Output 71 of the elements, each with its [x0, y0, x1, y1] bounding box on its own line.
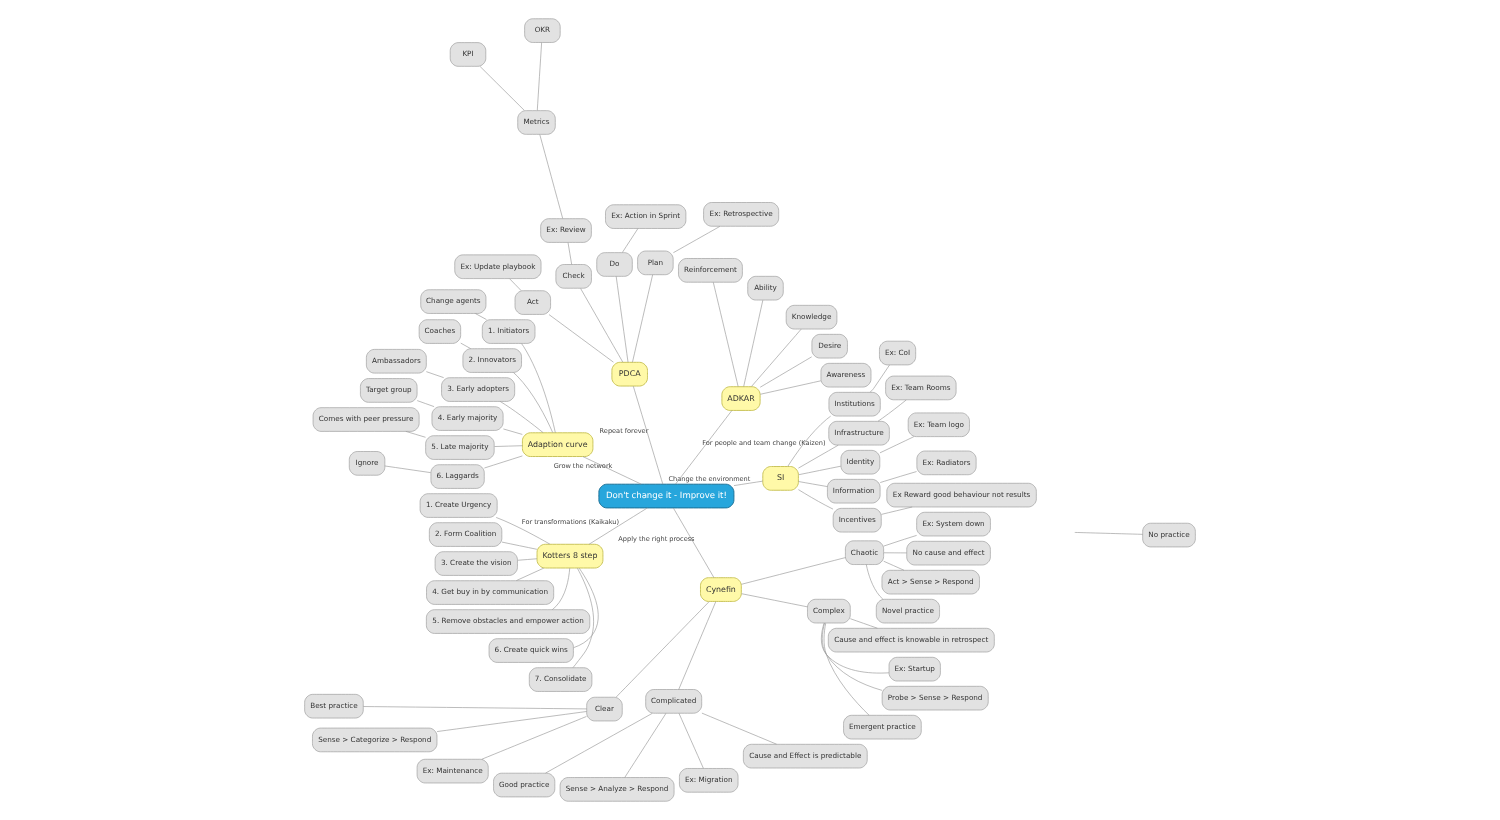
connector	[712, 281, 739, 387]
connector	[673, 507, 715, 578]
connector	[481, 716, 587, 760]
connector	[460, 342, 471, 349]
connector	[632, 274, 653, 363]
connector	[363, 706, 587, 710]
connector	[678, 601, 717, 690]
connector	[499, 401, 544, 433]
connector	[850, 618, 878, 629]
connector	[741, 593, 808, 608]
connector	[701, 712, 777, 745]
connector	[865, 564, 884, 600]
connector	[741, 557, 846, 585]
connector	[622, 228, 639, 253]
connector	[883, 560, 905, 571]
connector	[517, 558, 538, 561]
connector	[632, 385, 664, 485]
connector	[384, 465, 431, 473]
connector	[821, 622, 890, 674]
connector	[495, 517, 551, 545]
connector	[521, 343, 556, 434]
connector	[879, 471, 917, 483]
connector	[580, 288, 624, 363]
connector	[503, 428, 523, 435]
connector	[405, 431, 426, 438]
connector	[573, 567, 599, 648]
connector	[548, 314, 614, 363]
connector	[751, 328, 802, 387]
connector	[675, 410, 733, 485]
connector	[759, 356, 812, 388]
connector	[798, 465, 842, 476]
connector	[479, 66, 525, 111]
connector	[615, 276, 629, 363]
connector	[877, 399, 907, 422]
connector	[475, 313, 487, 320]
connector	[567, 242, 572, 265]
connector	[787, 415, 831, 467]
connector	[821, 622, 883, 691]
connector	[539, 134, 564, 219]
connector	[484, 455, 523, 469]
connector	[879, 436, 915, 454]
connector	[494, 445, 523, 447]
connector	[798, 489, 834, 510]
connector	[545, 713, 653, 774]
connector	[551, 567, 571, 610]
connector	[673, 226, 721, 253]
connector	[588, 507, 648, 545]
connector	[513, 372, 554, 434]
connector	[743, 299, 764, 387]
connector	[436, 711, 587, 732]
connector	[869, 364, 890, 393]
connector	[798, 481, 828, 487]
connector	[501, 541, 538, 550]
connector	[759, 380, 822, 395]
connector	[733, 480, 764, 486]
connector	[516, 567, 545, 581]
connector	[426, 371, 444, 378]
connector	[624, 712, 667, 778]
connector	[1074, 532, 1143, 535]
connector	[572, 567, 594, 668]
connector	[881, 506, 913, 515]
connector	[883, 535, 917, 547]
connector	[536, 42, 542, 111]
connector	[416, 400, 435, 407]
connector	[798, 444, 839, 469]
connector	[615, 601, 710, 698]
connector	[883, 552, 907, 554]
connector	[678, 713, 704, 769]
connector	[823, 622, 870, 716]
connector	[582, 456, 642, 485]
connector	[509, 278, 522, 291]
